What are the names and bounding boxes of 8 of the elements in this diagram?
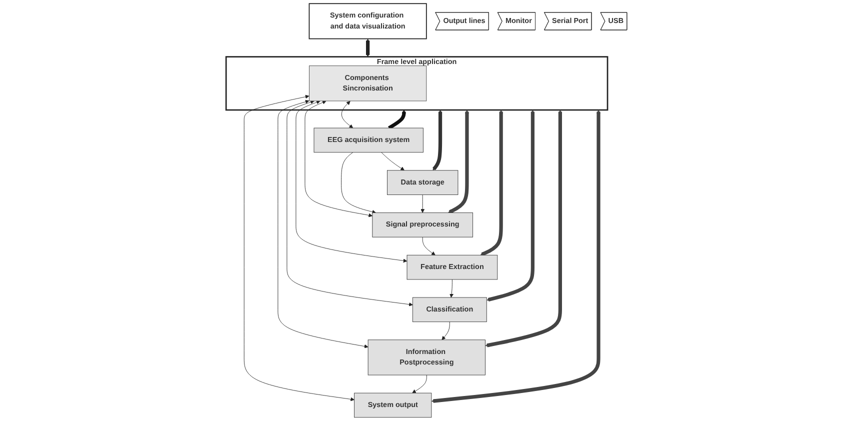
arrow [448, 110, 469, 214]
arrow [366, 38, 370, 57]
arrow [388, 110, 406, 130]
arrow [486, 110, 535, 302]
arrow [485, 110, 562, 348]
arrow [480, 110, 504, 256]
arrow [432, 110, 442, 170]
arrow [431, 110, 600, 403]
